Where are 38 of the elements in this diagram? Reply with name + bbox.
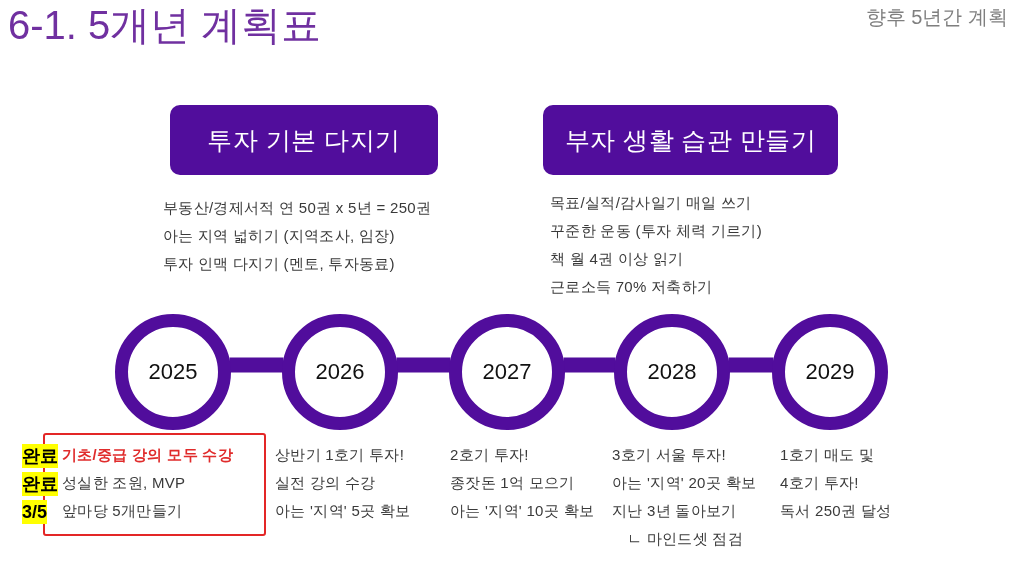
plan-item: 상반기 1호기 투자!	[275, 445, 405, 465]
plan-item: 기초/중급 강의 모두 수강	[62, 445, 233, 465]
plan-item: 종잣돈 1억 모으기	[450, 473, 575, 493]
subtitle: 향후 5년간 계획	[865, 5, 1008, 30]
plan-item: 성실한 조원, MVP	[62, 473, 186, 493]
plan-item: 투자 인맥 다지기 (멘토, 투자동료)	[163, 254, 395, 274]
year-circle: 2028	[614, 314, 730, 430]
status-tag: 완료	[22, 472, 58, 496]
heading-box: 부자 생활 습관 만들기	[543, 105, 838, 175]
plan-item: 근로소득 70% 저축하기	[550, 277, 713, 297]
heading-box: 투자 기본 다지기	[170, 105, 438, 175]
connector-bar	[563, 357, 616, 373]
plan-item: 아는 '지역' 20곳 확보	[612, 473, 757, 493]
plan-item: 책 월 4권 이상 읽기	[550, 249, 684, 269]
status-tag: 3/5	[22, 500, 48, 524]
connector-bar	[229, 357, 284, 373]
plan-item: 1호기 매도 및 4호기 투자!	[780, 445, 876, 493]
plan-item: 아는 '지역' 5곳 확보	[275, 501, 411, 521]
plan-item: 목표/실적/감사일기 매일 쓰기	[550, 193, 752, 213]
plan-item: 지난 3년 돌아보기	[612, 501, 737, 521]
plan-item: 2호기 투자!	[450, 445, 529, 465]
plan-item: 3호기 서울 투자!	[612, 445, 726, 465]
plan-item: 독서 250권 달성	[780, 501, 892, 521]
year-circle: 2027	[449, 314, 565, 430]
year-circle: 2029	[772, 314, 888, 430]
plan-item: 꾸준한 운동 (투자 체력 기르기)	[550, 221, 763, 241]
plan-item: 실전 강의 수강	[275, 473, 376, 493]
connector-bar	[728, 357, 774, 373]
connector-bar	[396, 357, 451, 373]
status-tag: 완료	[22, 444, 58, 468]
year-circle: 2026	[282, 314, 398, 430]
plan-item: ㄴ 마인드셋 점검	[627, 529, 744, 549]
year-circle: 2025	[115, 314, 231, 430]
plan-item: 아는 '지역' 10곳 확보	[450, 501, 595, 521]
plan-item: 아는 지역 넓히기 (지역조사, 임장)	[163, 226, 395, 246]
plan-item: 앞마당 5개만들기	[62, 501, 183, 521]
page-title: 6-1. 5개년 계획표	[8, 2, 322, 49]
plan-item: 부동산/경제서적 연 50권 x 5년 = 250권	[163, 198, 432, 218]
